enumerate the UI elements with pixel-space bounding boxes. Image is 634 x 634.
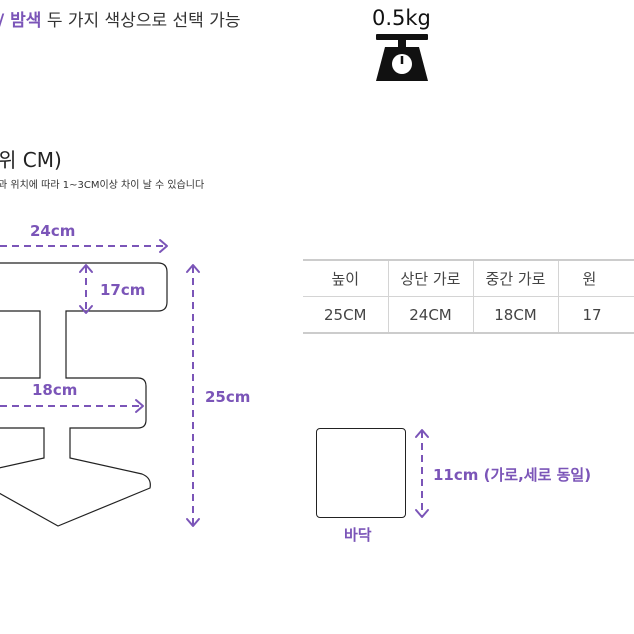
base-label: 바닥 (344, 526, 372, 544)
color-name: 밤색 (10, 11, 42, 31)
table-cell: 24CM (387, 296, 473, 333)
arrow-head (159, 239, 168, 253)
top-height-label: 17cm (100, 281, 146, 299)
table-header-cell: 높이 (331, 270, 360, 288)
base-square (316, 428, 406, 518)
color-options-text: / 밤색 두 가지 색상으로 선택 가능 (0, 6, 240, 31)
weight-value: 0.5kg (372, 6, 431, 30)
scale-icon (376, 34, 428, 81)
arrow-head (415, 429, 429, 438)
base-side-label: 11cm (가로,세로 동일) (433, 466, 592, 484)
table-cell: 17 (557, 296, 634, 333)
middle-width-label: 18cm (32, 381, 78, 399)
arrow-head (415, 509, 429, 518)
table-cell: 25CM (303, 296, 388, 333)
arrow-head (79, 305, 93, 314)
arrow-head (186, 264, 200, 273)
spec-table: 높이 상단 가로 중간 가로 원 25CM 24CM 18CM 17 (303, 259, 634, 334)
size-unit-heading: 위 CM) (0, 148, 62, 172)
table-row: 25CM 24CM 18CM 17 (303, 296, 634, 333)
color-options-description: 두 가지 색상으로 선택 가능 (41, 11, 241, 31)
table-header-cell: 중간 가로 (472, 260, 558, 297)
table-header-cell: 원 (557, 260, 634, 297)
stand-outline (0, 262, 168, 527)
total-height-label: 25cm (205, 388, 251, 406)
arrow-head (186, 518, 200, 527)
tolerance-note: 과 위치에 따라 1~3CM이상 차이 날 수 있습니다 (0, 180, 205, 191)
table-header-cell: 상단 가로 (387, 260, 473, 297)
table-cell: 18CM (472, 296, 558, 333)
top-width-label: 24cm (30, 222, 76, 240)
arrow-head (79, 264, 93, 273)
arrow-head (135, 399, 144, 413)
table-header-row: 높이 상단 가로 중간 가로 원 (303, 260, 634, 297)
